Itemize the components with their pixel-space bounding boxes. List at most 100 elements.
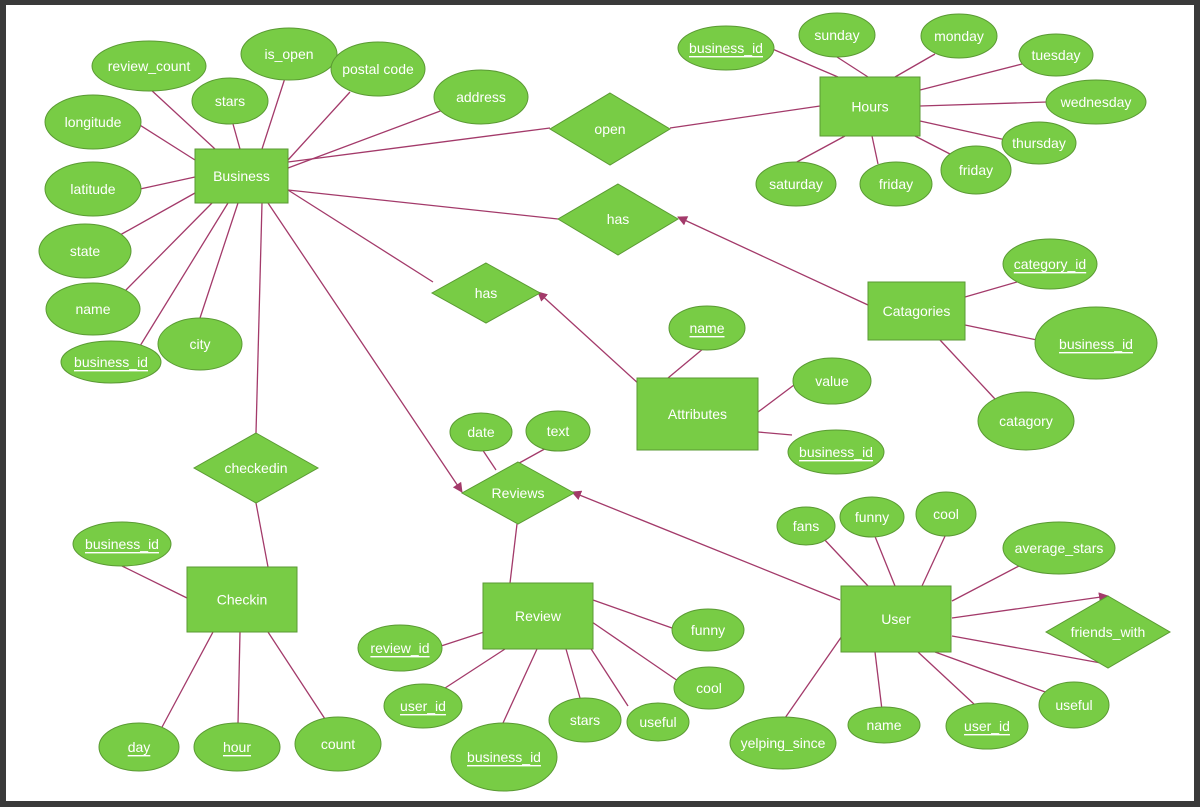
attr-business-longitude: longitude bbox=[44, 94, 142, 150]
attr-hours-tuesday-shape bbox=[1018, 33, 1094, 77]
relationship-checkedin-shape bbox=[192, 432, 320, 504]
line-user-funny bbox=[873, 533, 896, 587]
attr-review-stars: stars bbox=[548, 697, 622, 743]
line-review-business-id bbox=[502, 648, 538, 724]
attr-catagories-catagory-label: catagory bbox=[999, 413, 1053, 429]
attr-review-useful: useful bbox=[626, 702, 690, 742]
attr-user-user-id-shape bbox=[945, 702, 1029, 750]
attr-attributes-value-shape bbox=[792, 357, 872, 405]
relationship-open-shape bbox=[549, 92, 671, 166]
line-user-friends-1 bbox=[951, 592, 1109, 619]
attr-review-cool-label: cool bbox=[696, 680, 722, 696]
attr-review-business-id-label: business_id bbox=[467, 749, 541, 765]
attr-hours-friday-2-shape bbox=[940, 145, 1012, 195]
attr-business-state-label: state bbox=[70, 243, 101, 259]
attr-user-useful-label: useful bbox=[1055, 697, 1092, 713]
attr-attributes-name-label: name bbox=[689, 320, 724, 336]
attr-hours-friday-1: friday bbox=[859, 161, 933, 207]
attr-checkin-day-label: day bbox=[128, 739, 151, 755]
attr-business-is-open-label: is_open bbox=[264, 46, 313, 62]
attr-business-longitude-shape bbox=[44, 94, 142, 150]
attr-user-name: name bbox=[847, 706, 921, 744]
attr-business-address-label: address bbox=[456, 89, 506, 105]
relationship-reviews-shape bbox=[460, 461, 576, 525]
line-business-longitude bbox=[134, 121, 196, 161]
line-review-user-id bbox=[441, 648, 506, 691]
attr-business-state-shape bbox=[38, 223, 132, 279]
line-catagories-has bbox=[677, 216, 869, 306]
relationship-has-attributes-label: has bbox=[475, 285, 498, 301]
attr-review-useful-shape bbox=[626, 702, 690, 742]
entity-review: Review bbox=[482, 582, 594, 650]
attr-reviews-text-label: text bbox=[547, 423, 570, 439]
relationship-friends-with-label: friends_with bbox=[1071, 624, 1146, 640]
line-hours-thursday bbox=[919, 120, 1007, 141]
attr-user-average-stars-shape bbox=[1002, 521, 1116, 575]
attr-business-address: address bbox=[433, 69, 529, 125]
attr-catagories-category-id-shape bbox=[1002, 238, 1098, 290]
line-business-open bbox=[287, 127, 551, 163]
attr-user-funny-shape bbox=[839, 496, 905, 538]
relationship-friends-with-shape bbox=[1045, 595, 1171, 669]
line-hours-tuesday bbox=[919, 63, 1023, 91]
entity-business: Business bbox=[194, 148, 289, 204]
attr-business-stars-label: stars bbox=[215, 93, 245, 109]
attr-checkin-day-shape bbox=[98, 722, 180, 772]
attr-user-user-id: user_id bbox=[945, 702, 1029, 750]
line-hours-saturday bbox=[794, 135, 846, 164]
attr-hours-tuesday: tuesday bbox=[1018, 33, 1094, 77]
attr-review-stars-shape bbox=[548, 697, 622, 743]
attr-business-business-id: business_id bbox=[60, 340, 162, 384]
line-business-review-count bbox=[148, 87, 216, 150]
attr-business-state: state bbox=[38, 223, 132, 279]
entity-user-label: User bbox=[881, 611, 911, 627]
attr-hours-sunday-label: sunday bbox=[814, 27, 859, 43]
attr-catagories-business-id: business_id bbox=[1034, 306, 1158, 380]
attr-attributes-business-id-shape bbox=[787, 429, 885, 475]
attr-user-useful: useful bbox=[1038, 681, 1110, 729]
entity-hours-shape bbox=[819, 76, 921, 137]
attr-checkin-business-id-label: business_id bbox=[85, 536, 159, 552]
line-user-cool bbox=[921, 533, 947, 587]
entity-catagories-shape bbox=[867, 281, 966, 341]
attr-review-funny-shape bbox=[671, 608, 745, 652]
line-user-name bbox=[874, 651, 883, 711]
line-business-checkedin bbox=[255, 202, 263, 434]
attr-business-city-shape bbox=[157, 317, 243, 371]
attr-user-fans: fans bbox=[776, 506, 836, 546]
attr-business-stars-shape bbox=[191, 77, 269, 125]
attr-hours-thursday: thursday bbox=[1001, 121, 1077, 165]
relationship-has-attributes-shape bbox=[430, 262, 542, 324]
attr-hours-thursday-shape bbox=[1001, 121, 1077, 165]
attr-user-name-shape bbox=[847, 706, 921, 744]
attr-user-average-stars-label: average_stars bbox=[1015, 540, 1104, 556]
relationship-reviews-label: Reviews bbox=[492, 485, 545, 501]
attr-hours-sunday: sunday bbox=[798, 12, 876, 58]
attr-hours-business-id: business_id bbox=[677, 25, 775, 71]
line-business-is-open bbox=[261, 77, 286, 150]
relationship-open-label: open bbox=[594, 121, 625, 137]
line-catagories-category-id bbox=[964, 281, 1018, 298]
attr-review-business-id: business_id bbox=[450, 722, 558, 792]
line-user-fans bbox=[822, 537, 869, 587]
entity-hours: Hours bbox=[819, 76, 921, 137]
attr-catagories-catagory-shape bbox=[977, 391, 1075, 451]
relationship-checkedin-label: checkedin bbox=[224, 460, 287, 476]
line-user-reviews bbox=[571, 490, 841, 601]
attr-hours-friday-2-label: friday bbox=[959, 162, 993, 178]
entity-checkin: Checkin bbox=[186, 566, 298, 633]
entity-review-label: Review bbox=[515, 608, 562, 624]
relationship-has-categories-shape bbox=[557, 183, 679, 256]
line-user-user-id bbox=[917, 651, 976, 706]
attr-user-cool: cool bbox=[915, 491, 977, 537]
attr-user-cool-label: cool bbox=[933, 506, 959, 522]
attr-review-cool-shape bbox=[673, 666, 745, 710]
line-attributes-value bbox=[757, 384, 795, 413]
attr-attributes-name-shape bbox=[668, 305, 746, 351]
line-checkin-day bbox=[160, 631, 214, 730]
relationship-reviews: Reviews bbox=[460, 461, 576, 525]
attr-business-address-shape bbox=[433, 69, 529, 125]
line-hours-wednesday bbox=[919, 101, 1048, 107]
attr-catagories-business-id-label: business_id bbox=[1059, 336, 1133, 352]
relationship-open: open bbox=[549, 92, 671, 166]
